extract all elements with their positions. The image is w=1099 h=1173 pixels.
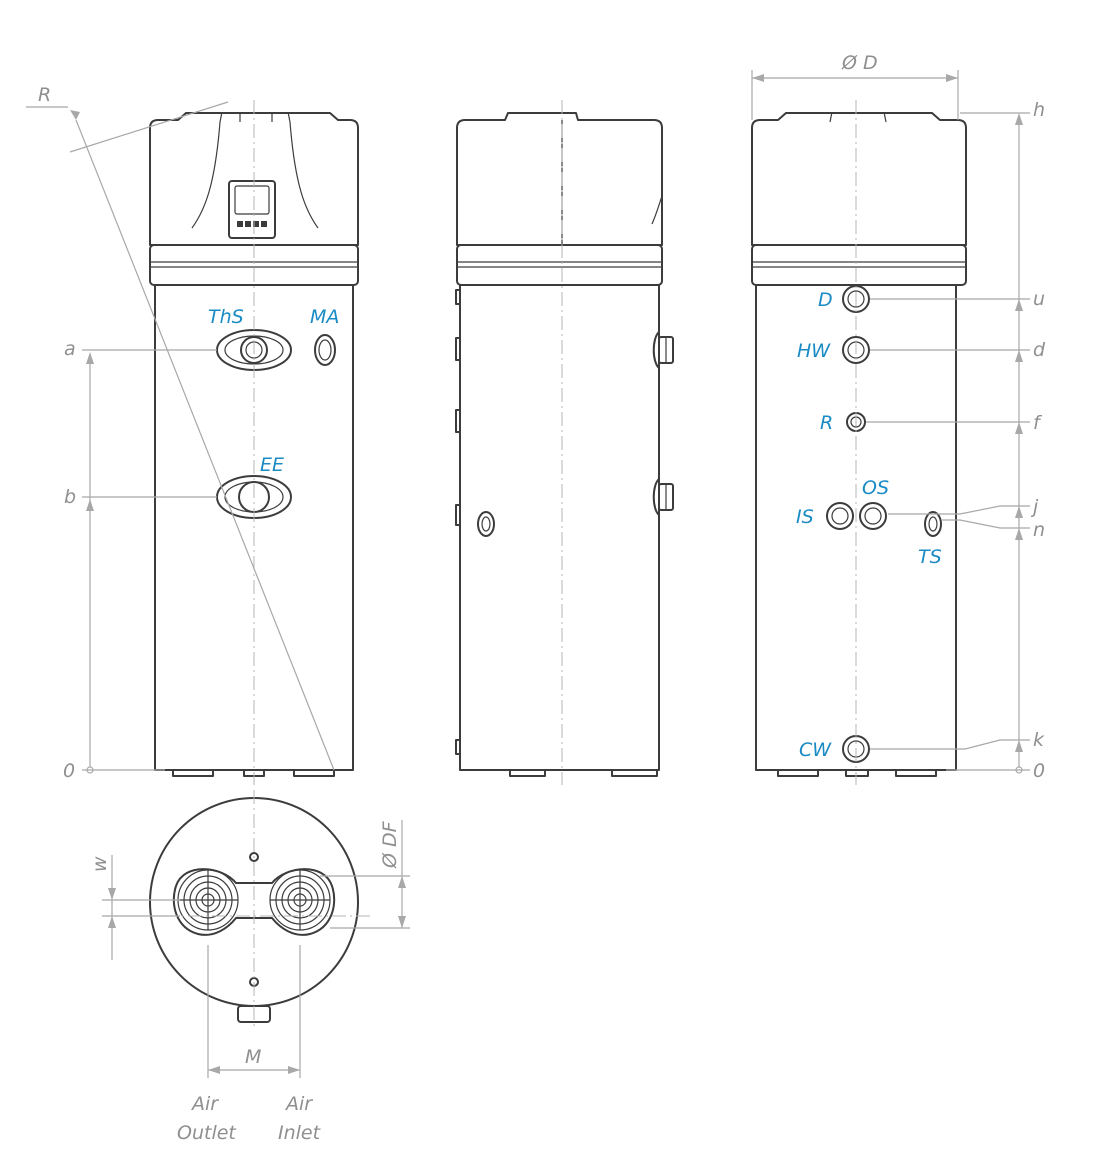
- label-cw: CW: [799, 739, 832, 761]
- air-outlet-line1: Air: [190, 1093, 219, 1115]
- dim-n: n: [1033, 519, 1045, 541]
- dim-df: Ø DF: [379, 820, 401, 869]
- air-inlet-fan: [269, 869, 331, 931]
- label-ts: TS: [918, 546, 942, 568]
- label-os: OS: [862, 477, 889, 499]
- side-view: [455, 100, 674, 785]
- label-drain: D: [818, 289, 833, 311]
- dim-zero-right: 0: [1033, 760, 1045, 782]
- label-is: IS: [796, 506, 814, 528]
- label-ma: MA: [310, 306, 339, 328]
- dim-m: M: [245, 1046, 261, 1068]
- top-view: [102, 790, 410, 1078]
- label-ee: EE: [260, 454, 284, 476]
- label-ths: ThS: [208, 306, 244, 328]
- dim-w: w: [89, 856, 111, 872]
- label-hw: HW: [797, 340, 831, 362]
- dim-b: b: [64, 486, 76, 508]
- air-inlet-line2: Inlet: [278, 1122, 322, 1144]
- label-r: R: [820, 412, 833, 434]
- dim-k: k: [1033, 729, 1045, 751]
- dim-j: j: [1030, 496, 1039, 518]
- dim-d: d: [1033, 339, 1046, 361]
- air-inlet-line1: Air: [284, 1093, 313, 1115]
- dim-diameter: Ø D: [841, 52, 878, 74]
- front-view: [26, 100, 359, 785]
- back-view: [751, 70, 1030, 785]
- dim-zero-left: 0: [63, 760, 75, 782]
- air-outlet-fan: [177, 869, 239, 931]
- dim-r: R: [38, 84, 51, 106]
- dim-u: u: [1033, 288, 1045, 310]
- dim-f: f: [1033, 412, 1043, 434]
- dim-h: h: [1033, 99, 1045, 121]
- dim-a: a: [64, 338, 76, 360]
- control-panel: [228, 180, 276, 239]
- ma-fitting: [314, 334, 336, 366]
- air-outlet-line2: Outlet: [177, 1122, 237, 1144]
